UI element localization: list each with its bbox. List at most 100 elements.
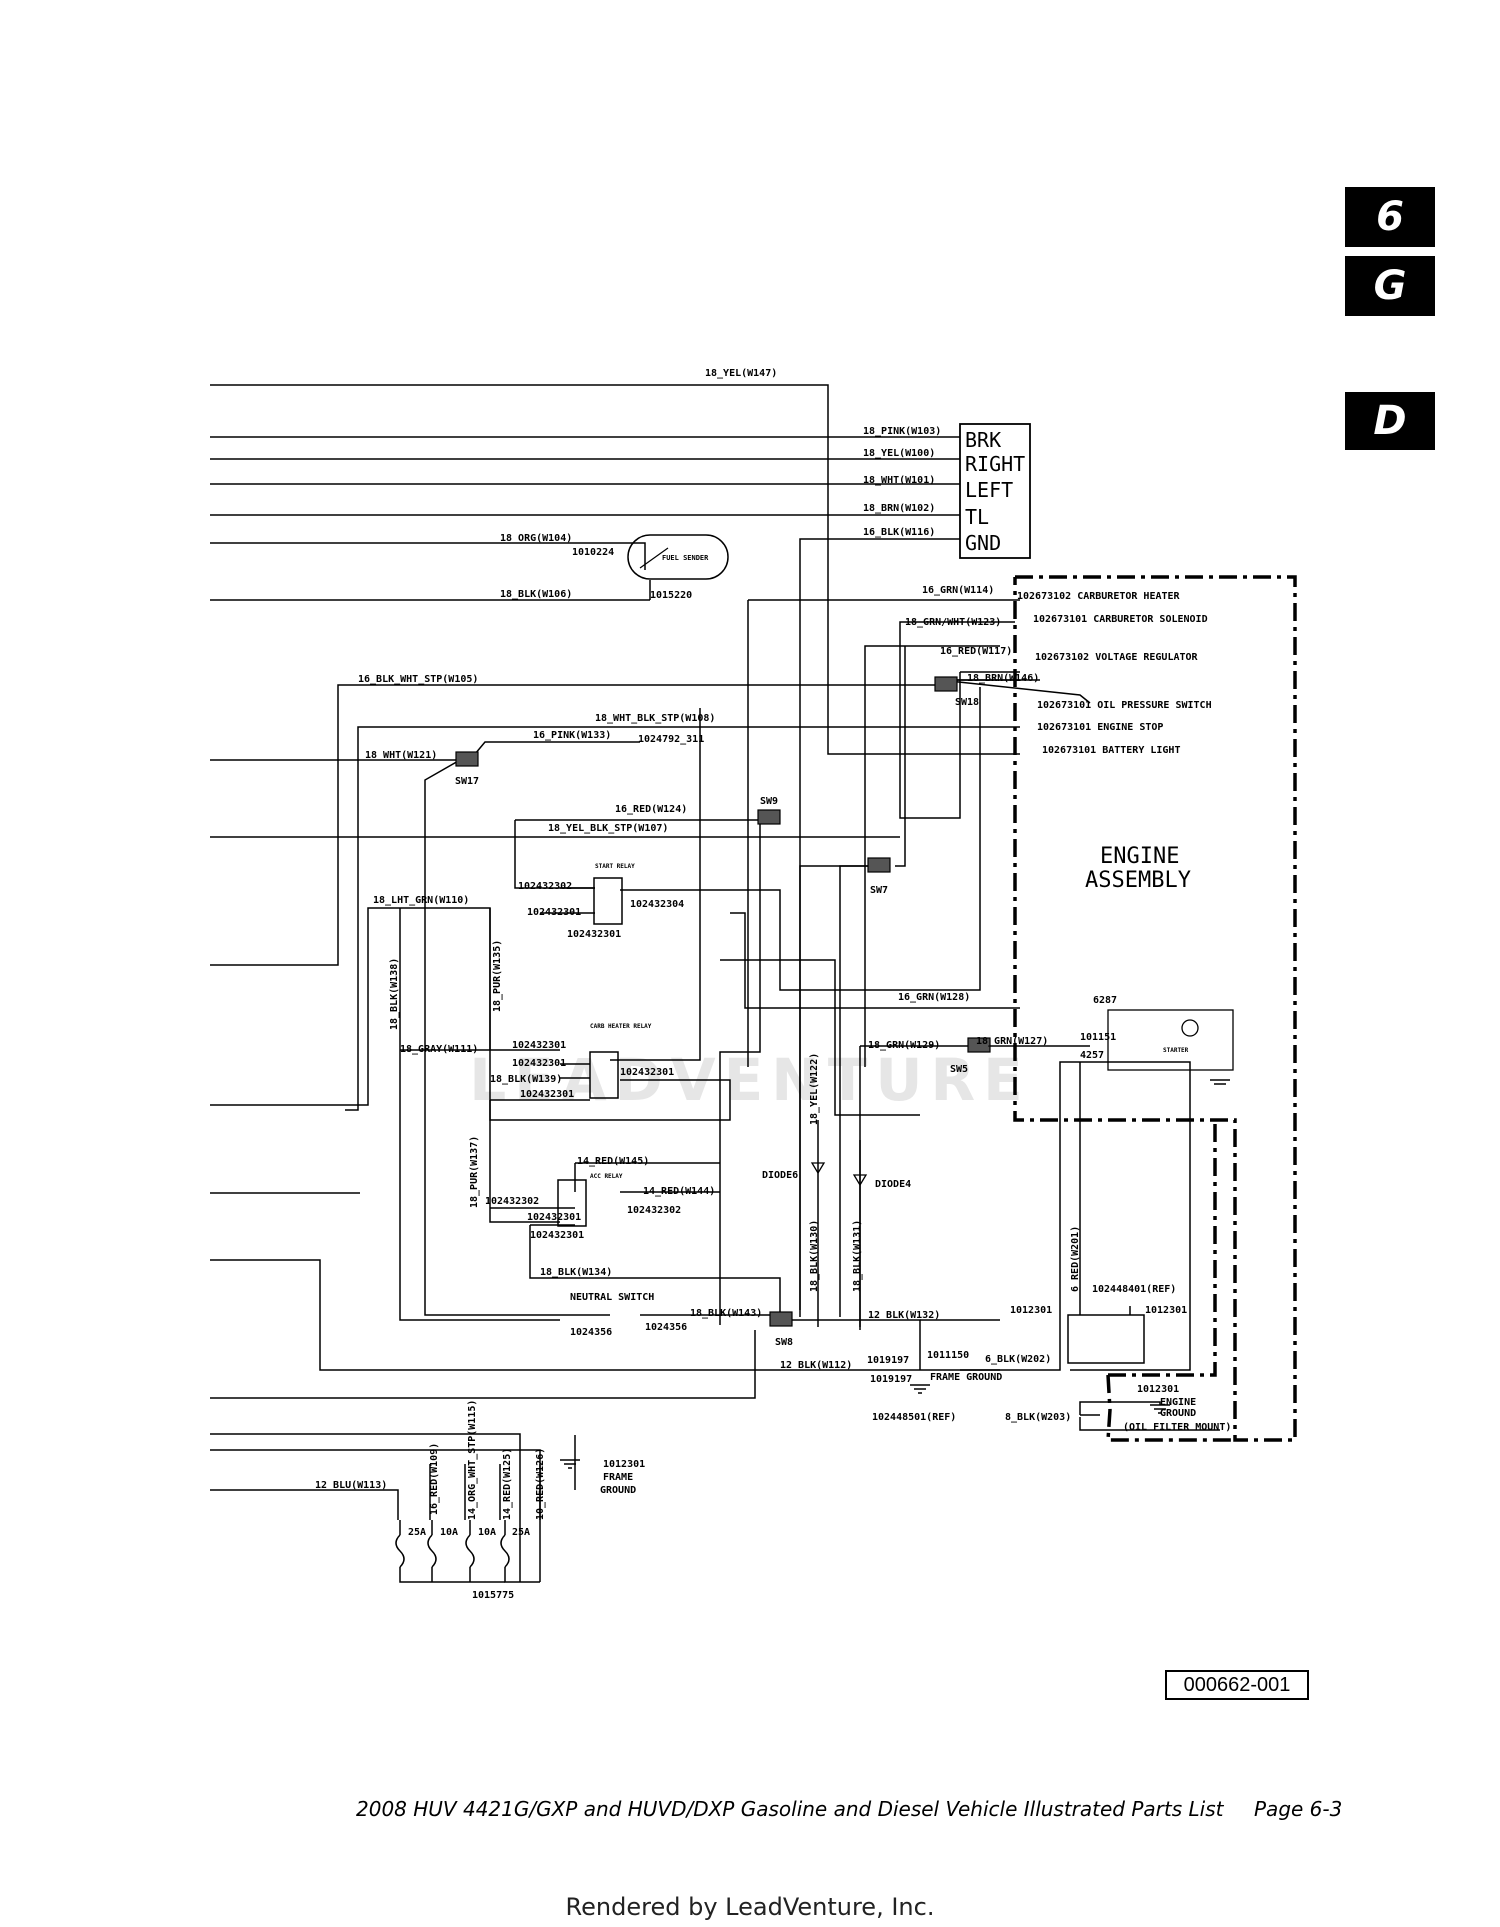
wire-w133: 16_PINK(W133) — [533, 730, 611, 741]
engine-ground-pn: 1012301 — [1137, 1384, 1179, 1395]
connector-right: RIGHT — [965, 452, 1025, 476]
watermark-text: LEADVENTURE — [469, 1046, 1031, 1114]
wire-w127: 18_GRN(W127) — [976, 1036, 1048, 1047]
neutral-switch-label: NEUTRAL SWITCH — [570, 1292, 654, 1303]
section-tab-g[interactable]: G — [1345, 256, 1435, 316]
connector-gnd: GND — [965, 531, 1001, 555]
wire-w126: 10_RED(W126) — [535, 1448, 546, 1520]
neutral-switch-pn2: 1024356 — [645, 1322, 687, 1333]
engine-stop-label: 102673101 ENGINE STOP — [1037, 722, 1163, 733]
splice-markers — [455, 676, 991, 1327]
start-relay-label: START RELAY — [595, 863, 635, 870]
wire-labels: 18_YEL(W147) 18_PINK(W103) 18_YEL(W100) … — [315, 368, 1071, 1491]
acc-relay-pn1: 102432302 — [485, 1196, 539, 1207]
frame-ground2-line1: FRAME — [603, 1472, 633, 1483]
diagram-reference-code: 000662-001 — [1165, 1670, 1309, 1700]
wire-w146: 18_BRN(W146) — [967, 673, 1039, 684]
splice-sw7: SW7 — [870, 885, 888, 896]
neutral-switch-pn1: 1024356 — [570, 1327, 612, 1338]
start-relay-pn1: 102432302 — [518, 881, 572, 892]
acc-relay-label: ACC RELAY — [590, 1173, 623, 1180]
oil-pressure-label: 102673101 OIL PRESSURE SWITCH — [1037, 700, 1212, 711]
starter-box — [1107, 1009, 1234, 1071]
wire-w129: 18_GRN(W129) — [868, 1040, 940, 1051]
engine-assembly-outline — [1013, 575, 1297, 1442]
wire-w102: 18_BRN(W102) — [863, 503, 935, 514]
starter-pn3: 4257 — [1080, 1050, 1104, 1061]
wire-w115: 14_ORG_WHT_STP(W115) — [467, 1400, 478, 1520]
wire-w137: 18_PUR(W137) — [469, 1136, 480, 1208]
frame-ground-pn2: 1011150 — [927, 1350, 969, 1361]
battery-pn1: 1012301 — [1010, 1305, 1052, 1316]
fuse-block-pn: 1015775 — [472, 1590, 514, 1601]
acc-relay-pn3: 102432302 — [627, 1205, 681, 1216]
engine-ground-line2: GROUND — [1160, 1408, 1196, 1419]
wire-w110: 18_LHT_GRN(W110) — [373, 895, 469, 906]
ref2: 102448501(REF) — [872, 1412, 956, 1423]
acc-relay-pn2: 102432301 — [527, 1212, 581, 1223]
engine-ground-line3: (OIL FILTER MOUNT) — [1123, 1422, 1231, 1433]
footer-page-number: Page 6-3 — [1254, 1797, 1343, 1821]
fuse4-label: 25A — [512, 1527, 530, 1538]
wire-w143: 18_BLK(W143) — [690, 1308, 762, 1319]
engine-title-line1: ENGINE — [1100, 844, 1179, 869]
rendered-by-text: Rendered by LeadVenture, Inc. — [565, 1893, 935, 1921]
carb-heater-relay — [589, 1051, 619, 1099]
wire-w147: 18_YEL(W147) — [705, 368, 777, 379]
wire-w106: 18_BLK(W106) — [500, 589, 572, 600]
wire-w201: 6_RED(W201) — [1070, 1226, 1081, 1292]
start-relay-pn2: 102432301 — [527, 907, 581, 918]
wire-w124: 16_RED(W124) — [615, 804, 687, 815]
carb-solenoid-label: 102673101 CARBURETOR SOLENOID — [1033, 614, 1208, 625]
carb-relay-pn2: 102432301 — [512, 1058, 566, 1069]
wire-w107: 18_YEL_BLK_STP(W107) — [548, 823, 668, 834]
diode4-symbol — [852, 1174, 868, 1187]
wire-w112: 12_BLK(W112) — [780, 1360, 852, 1371]
wire-w134: 18_BLK(W134) — [540, 1267, 612, 1278]
wire-w144: 14_RED(W144) — [643, 1186, 715, 1197]
carb-relay-pn4: 102432301 — [520, 1089, 574, 1100]
battery-pn2: 1012301 — [1145, 1305, 1187, 1316]
starter-pn2: 101151 — [1080, 1032, 1116, 1043]
wire-w123: 18_GRN/WHT(W123) — [905, 617, 1001, 628]
wire-w145: 14_RED(W145) — [577, 1156, 649, 1167]
carb-relay-pn3: 102432301 — [620, 1067, 674, 1078]
wire-w135: 18_PUR(W135) — [492, 940, 503, 1012]
starter-label: STARTER — [1163, 1047, 1189, 1054]
splice-sw5: SW5 — [950, 1064, 968, 1075]
engine-ground-line1: ENGINE — [1160, 1397, 1196, 1408]
fuse2-label: 10A — [440, 1527, 458, 1538]
wire-w104: 18_ORG(W104) — [500, 533, 572, 544]
wire-w121: 18_WHT(W121) — [365, 750, 437, 761]
wire-w113: 12_BLU(W113) — [315, 1480, 387, 1491]
acc-relay-pn4: 102432301 — [530, 1230, 584, 1241]
wire-w125: 14_RED(W125) — [502, 1448, 513, 1520]
frame-ground-symbol — [560, 1079, 1230, 1469]
section-tab-6[interactable]: 6 — [1345, 187, 1435, 247]
fuel-sender-pn2: 1015220 — [650, 590, 692, 601]
wire-w131: 18_BLK(W131) — [852, 1220, 863, 1292]
fuel-sender-pn1: 1010224 — [572, 547, 614, 558]
engine-title-line2: ASSEMBLY — [1085, 868, 1191, 893]
wire-w109: 16_RED(W109) — [429, 1443, 440, 1515]
wire-w111: 18_GRAY(W111) — [400, 1044, 478, 1055]
footer-title: 2008 HUV 4421G/GXP and HUVD/DXP Gasoline… — [356, 1797, 1224, 1821]
fuel-sender-label: FUEL SENDER — [662, 554, 709, 562]
wire-w130: 18_BLK(W130) — [809, 1220, 820, 1292]
wire-w138: 18_BLK(W138) — [389, 958, 400, 1030]
diode4-label: DIODE4 — [875, 1179, 911, 1190]
frame-ground-pn3: 1019197 — [870, 1374, 912, 1385]
wire-w122: 18_YEL(W122) — [809, 1053, 820, 1125]
splice-sw8: SW8 — [775, 1337, 793, 1348]
battery-light-label: 102673101 BATTERY LIGHT — [1042, 745, 1180, 756]
frame-ground-label: FRAME GROUND — [930, 1372, 1002, 1383]
splice-sw17: SW17 — [455, 776, 479, 787]
frame-ground2-pn: 1012301 — [603, 1459, 645, 1470]
voltage-reg-label: 102673102 VOLTAGE REGULATOR — [1035, 652, 1199, 663]
section-tab-d[interactable]: D — [1345, 392, 1435, 450]
fuse1-label: 25A — [408, 1527, 426, 1538]
wire-w101: 18_WHT(W101) — [863, 475, 935, 486]
wire-w100: 18_YEL(W100) — [863, 448, 935, 459]
wire-lines — [210, 384, 1220, 1583]
